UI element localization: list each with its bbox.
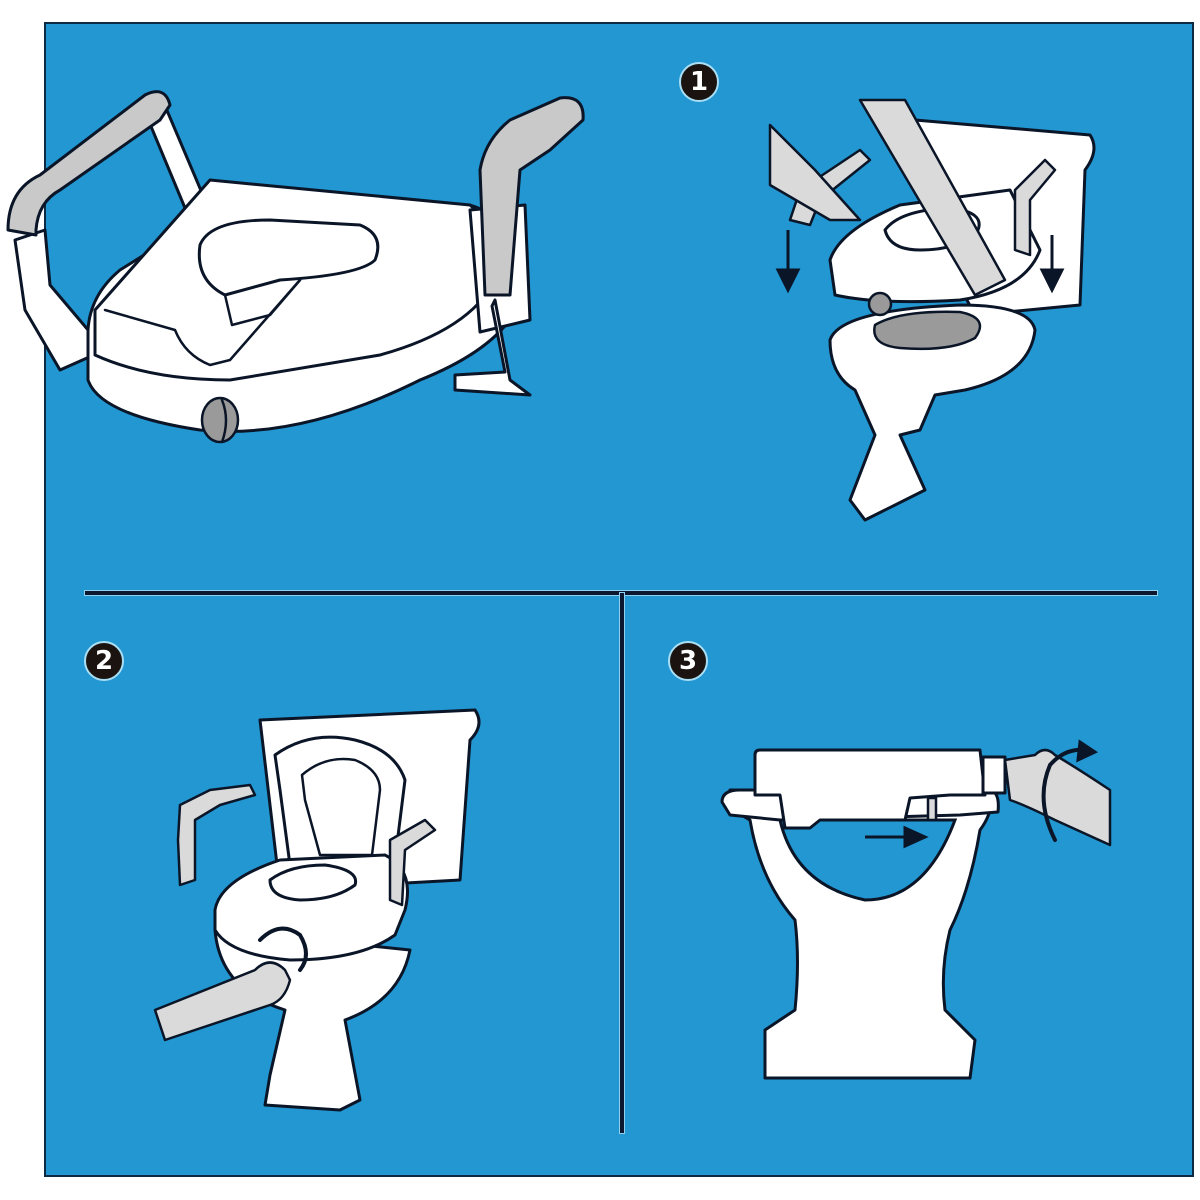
step-1-badge: 1 xyxy=(679,62,719,102)
step-3-badge: 3 xyxy=(668,641,708,681)
step-2-illustration xyxy=(153,708,481,1112)
step-2-badge: 2 xyxy=(84,641,124,681)
step-1-illustration xyxy=(768,98,1096,522)
step-3-illustration xyxy=(720,739,1112,1080)
vertical-divider xyxy=(620,593,624,1133)
raised-seat-illustration xyxy=(6,90,585,444)
